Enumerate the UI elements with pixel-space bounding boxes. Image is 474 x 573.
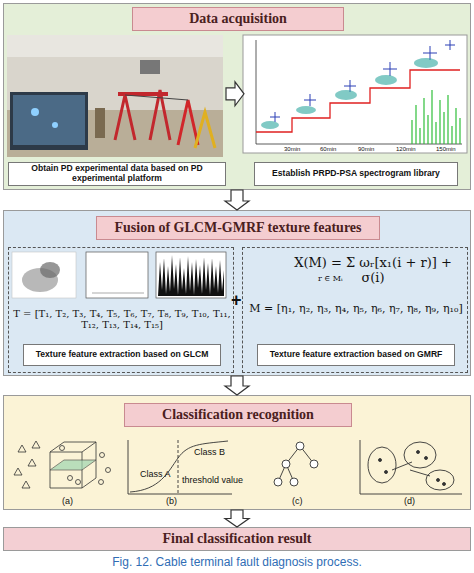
flow-arrow	[225, 376, 249, 395]
axis-tick: 150min	[436, 146, 456, 152]
result-text: Final classification result	[4, 528, 470, 550]
image-panel: Obtain PD experimental data based on PD …	[8, 36, 226, 188]
plus-sign: +	[231, 291, 242, 309]
box-caption: Texture feature extraction based on GMRF	[257, 344, 455, 366]
box-caption: Texture feature extraction based on GLCM	[23, 344, 221, 366]
feature-box: T = [T₁, T₂, T₃, T₄, T₅, T₆, T₇, T₈, T₉,…	[8, 247, 234, 373]
image-caption: Establish PRPD-PSA spectrogram library	[254, 162, 458, 186]
flow-arrow	[225, 510, 249, 527]
threshold-label: threshold value	[182, 476, 243, 485]
feature-formula: M = [η₁, η₂, η₃, η₄, η₅, η₆, η₇, η₈, η₉,…	[249, 292, 463, 326]
result-band: Final classification result	[3, 527, 471, 551]
flow-arrow	[225, 190, 249, 210]
axis-tick: 90min	[358, 146, 374, 152]
feature-formula: T = [T₁, T₂, T₃, T₄, T₅, T₆, T₇, T₈, T₉,…	[13, 302, 231, 336]
stage-band: Classification recognition	[3, 395, 471, 510]
stage-band: Data acquisitionObtain PD experimental d…	[3, 3, 471, 190]
axis-tick: 60min	[320, 146, 336, 152]
stage-heading: Fusion of GLCM-GMRF texture features	[96, 216, 380, 240]
class-label: Class B	[194, 448, 225, 457]
axis-tick: 30min	[284, 146, 300, 152]
panel-letter: (d)	[404, 497, 415, 506]
image-caption: Obtain PD experimental data based on PD …	[8, 162, 226, 186]
panel-letter: (a)	[62, 497, 73, 506]
feature-box: X(M) = Σ ωᵣ[x₁(i + r)] + σ(i) M = [η₁, η₂…	[242, 247, 468, 373]
axis-tick: 120min	[396, 146, 416, 152]
formula-subscript: r ∈ Mᵢ	[318, 275, 343, 283]
class-label: Class A	[140, 470, 171, 479]
stage-heading: Classification recognition	[124, 403, 352, 427]
stage-heading: Data acquisition	[132, 7, 344, 31]
panel-letter: (b)	[166, 497, 177, 506]
figure-caption: Fig. 12. Cable terminal fault diagnosis …	[0, 555, 474, 569]
feature-formula: X(M) = Σ ωᵣ[x₁(i + r)] + σ(i)	[249, 256, 463, 286]
image-panel: Establish PRPD-PSA spectrogram library	[244, 36, 468, 188]
panel-letter: (c)	[292, 497, 303, 506]
